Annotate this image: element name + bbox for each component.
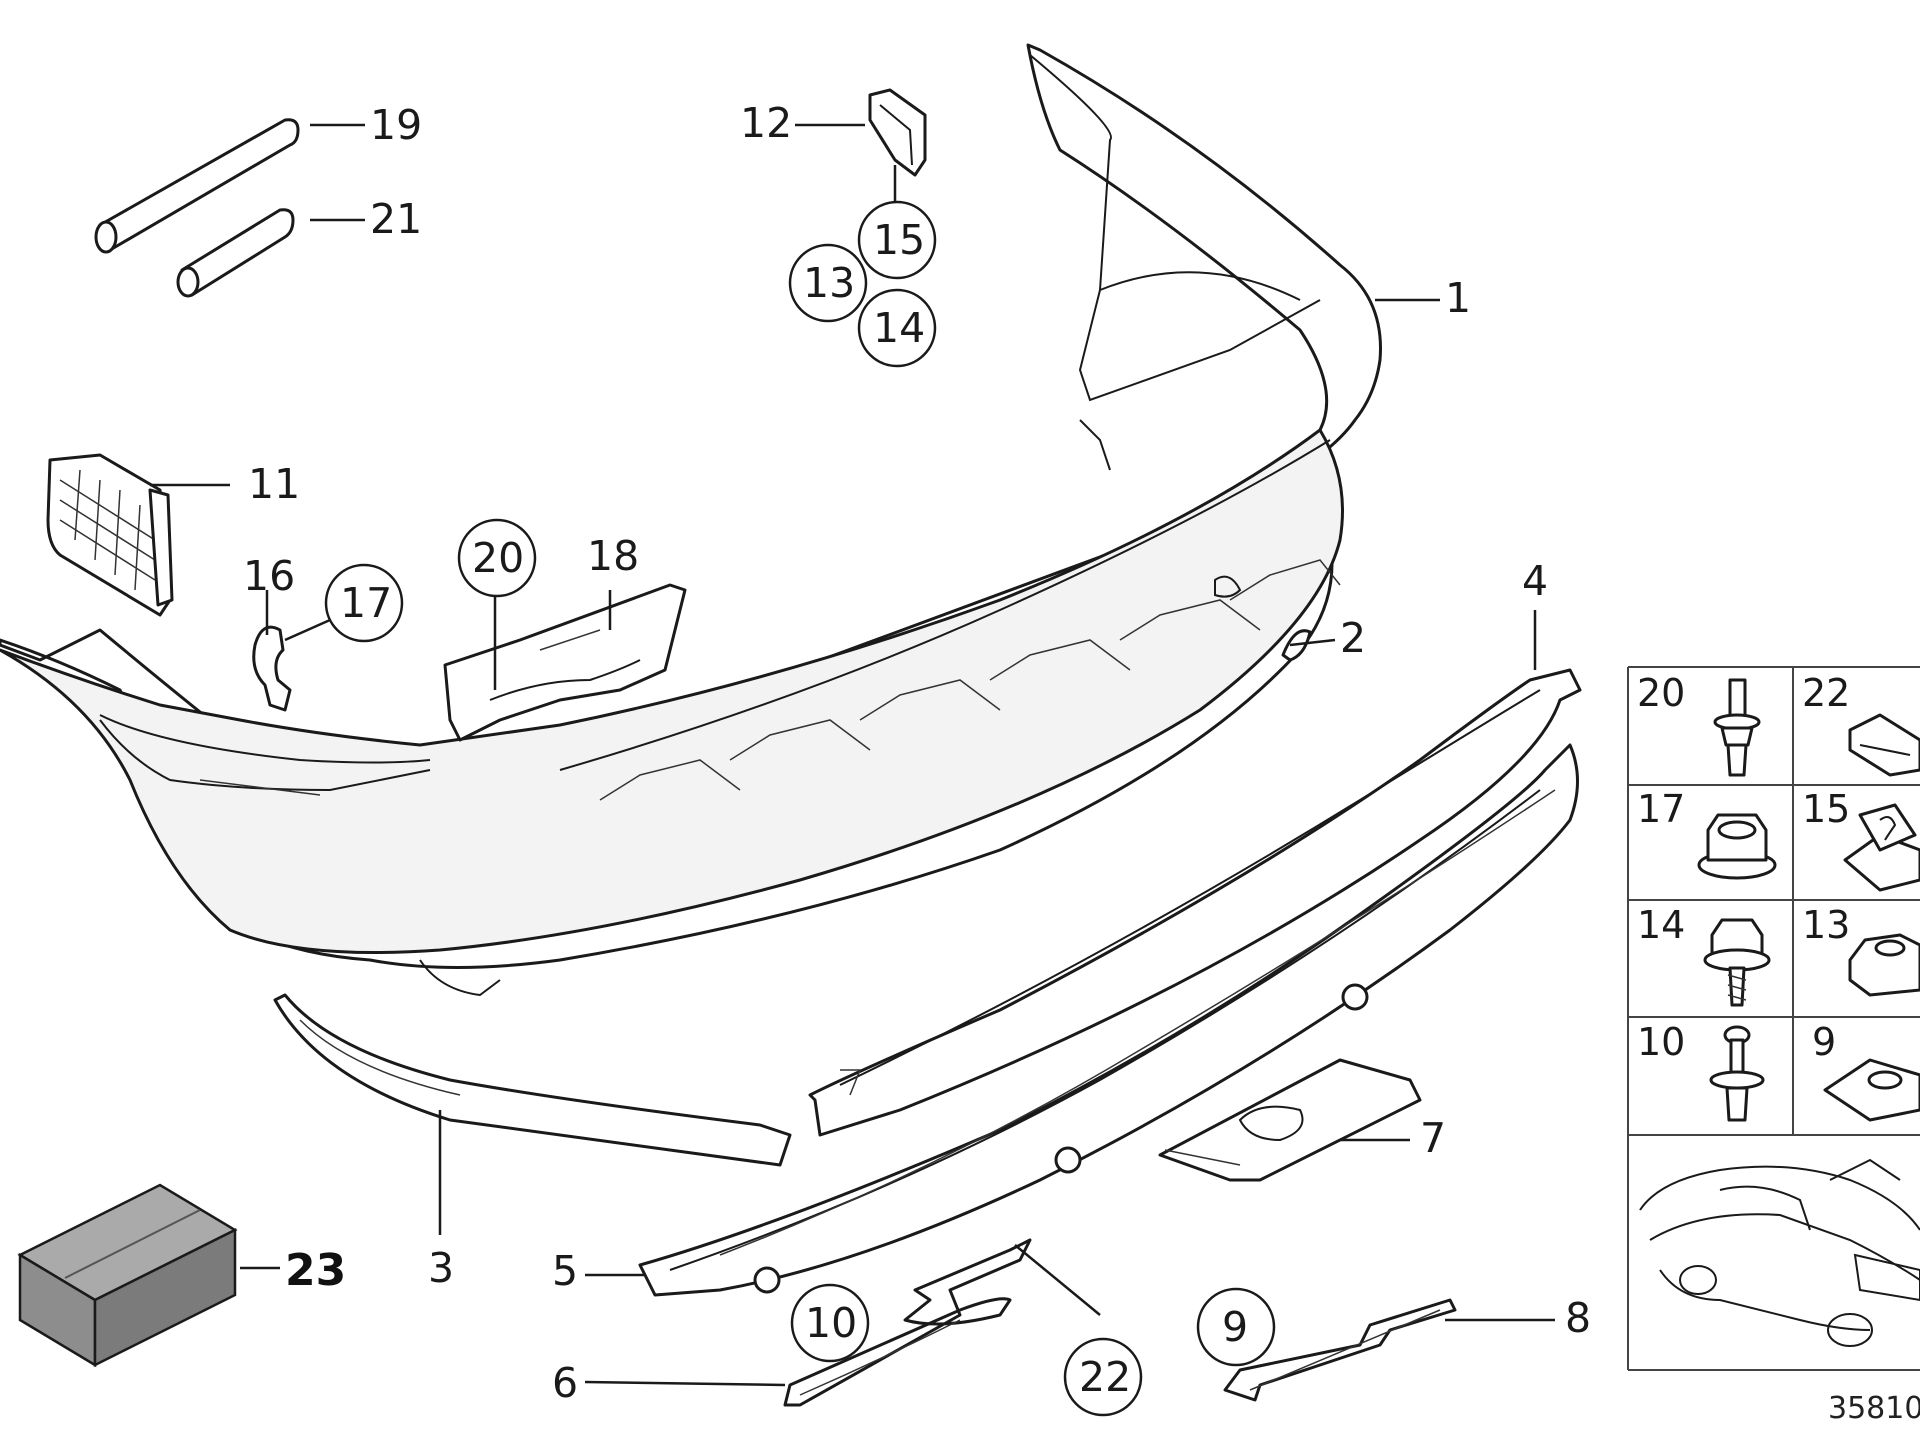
legend-cell-10: 10: [1637, 1020, 1685, 1064]
callout-5: 5: [552, 1247, 578, 1295]
callout-16: 16: [243, 552, 295, 600]
bracket-left: [783, 1238, 1032, 1407]
callout-22: 22: [1079, 1353, 1131, 1401]
callout-circles: [324, 200, 1276, 1417]
mounting-bracket: [443, 583, 687, 742]
spring-clip-icon: [1823, 1058, 1920, 1122]
car-position-thumbnail: [1639, 1158, 1920, 1347]
callout-10: 10: [805, 1299, 857, 1347]
parts-box: [17, 1183, 238, 1368]
callout-19: 19: [370, 101, 422, 149]
diffuser-strip-lower: [638, 743, 1579, 1297]
hex-nut-icon: [1848, 933, 1920, 997]
callout-18: 18: [587, 532, 639, 580]
tow-hook-cover: [1158, 1058, 1422, 1182]
bracket-right: [1223, 1298, 1457, 1402]
legend-cell-14: 14: [1637, 903, 1685, 947]
leader-lines: [150, 123, 1555, 1387]
spoiler-strip-upper: [808, 668, 1582, 1137]
legend-cell-15: 15: [1802, 787, 1850, 831]
callout-2: 2: [1340, 614, 1366, 662]
legend-cell-20: 20: [1637, 671, 1685, 715]
rubber-strip-21: [176, 208, 295, 298]
rubber-strip-19: [94, 118, 300, 254]
callout-7: 7: [1420, 1114, 1446, 1162]
hex-screw-icon: [1703, 918, 1771, 1007]
flange-nut-icon: [1697, 813, 1777, 880]
clip-nut-icon: [1843, 803, 1920, 892]
callout-15: 15: [873, 216, 925, 264]
legend-cell-13: 13: [1802, 903, 1850, 947]
callout-1: 1: [1445, 274, 1471, 322]
push-pin-icon: [1709, 1025, 1765, 1122]
callout-12: 12: [740, 99, 792, 147]
callout-14: 14: [873, 304, 925, 352]
callout-labels: 1 2 3 4 5 6 7 8 9 10 11 12 13 14 15 16 1…: [243, 99, 1591, 1407]
callout-3: 3: [428, 1244, 454, 1292]
lower-trim-strip-left: [273, 993, 792, 1167]
callout-20: 20: [472, 534, 524, 582]
clip-bracket: [868, 88, 927, 177]
fastener-legend: 20 22 17 15 14 13 10 9: [1627, 666, 1920, 1426]
bumper-panel: [0, 43, 1382, 997]
hook-clip: [252, 625, 292, 712]
legend-cell-17: 17: [1637, 787, 1685, 831]
callout-13: 13: [803, 259, 855, 307]
callout-17: 17: [340, 579, 392, 627]
callout-23: 23: [285, 1245, 346, 1296]
grille: [46, 453, 174, 617]
callout-9: 9: [1222, 1303, 1248, 1351]
callout-11: 11: [248, 460, 300, 508]
spring-nut-icon: [1848, 713, 1920, 777]
callout-6: 6: [552, 1359, 578, 1407]
push-rivet-icon: [1713, 678, 1761, 777]
legend-cell-22: 22: [1802, 671, 1850, 715]
callout-8: 8: [1565, 1294, 1591, 1342]
legend-cell-9: 9: [1812, 1020, 1836, 1064]
diagram-reference-number: 35810: [1828, 1391, 1920, 1426]
callout-4: 4: [1522, 557, 1548, 605]
callout-21: 21: [370, 195, 422, 243]
